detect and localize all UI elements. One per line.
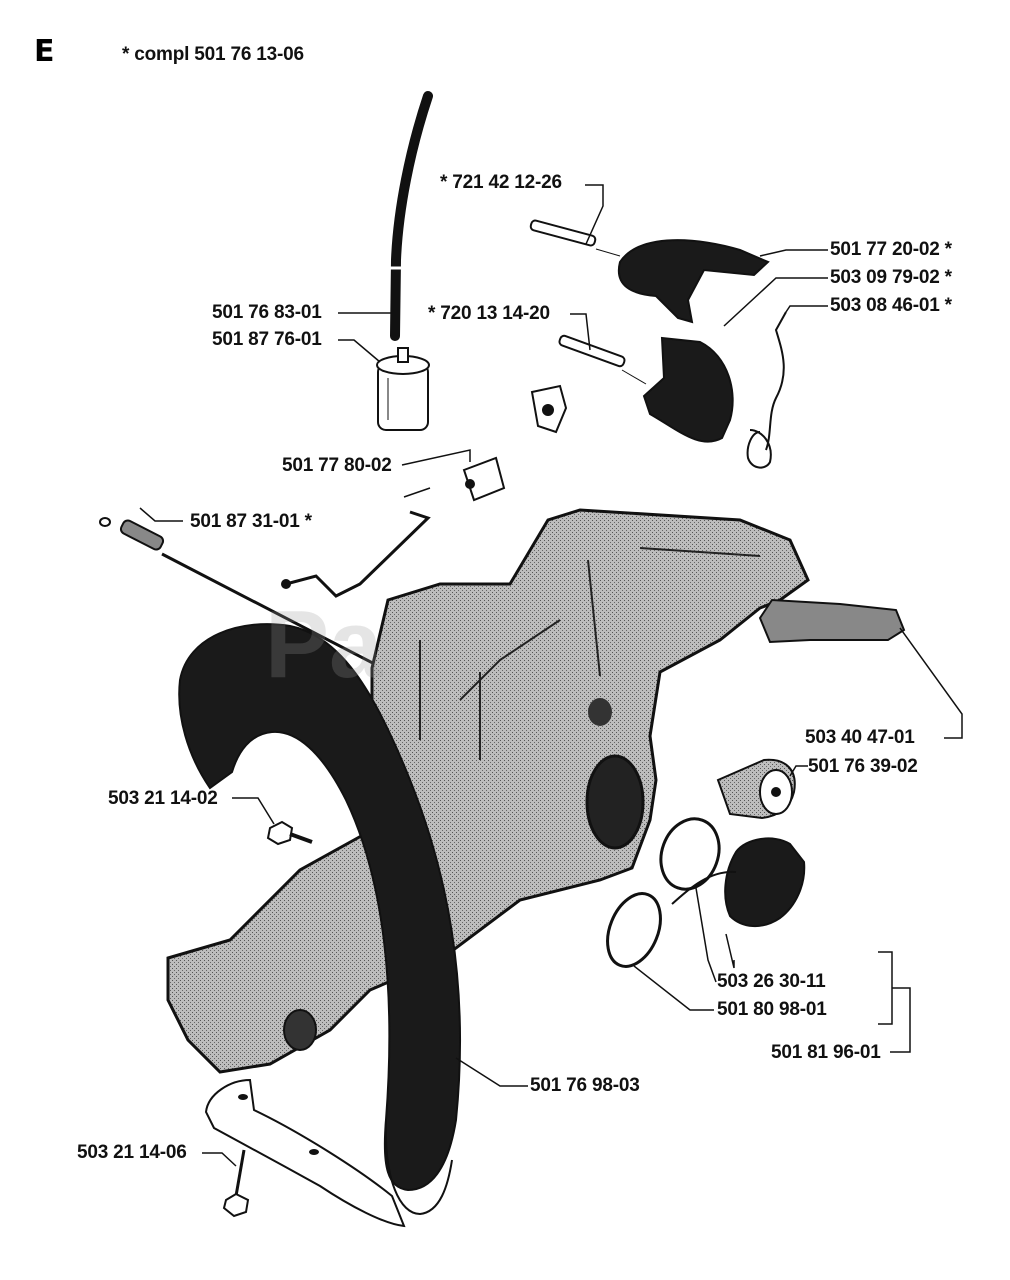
part-label[interactable]: 503 08 46-01 * — [830, 295, 952, 316]
part-label[interactable]: 503 26 30-11 — [717, 971, 826, 992]
part-label[interactable]: 501 77 20-02 * — [830, 239, 952, 260]
cap-gasket — [606, 892, 662, 968]
part-label[interactable]: 501 76 39-02 — [808, 756, 918, 777]
part-label[interactable]: 501 87 76-01 — [212, 329, 322, 350]
bolt-upper — [266, 820, 313, 846]
cap — [724, 837, 806, 927]
bolt-lower — [222, 1149, 250, 1218]
front-handle-thin — [384, 1119, 453, 1216]
part-label[interactable]: 503 09 79-02 * — [830, 267, 952, 288]
throttle-trigger — [617, 239, 770, 324]
front-handle — [178, 623, 462, 1192]
oil-pump-plug — [716, 758, 796, 820]
fuel-hose — [390, 91, 433, 341]
throttle-lockout — [642, 336, 734, 443]
part-label[interactable]: 503 21 14-02 — [108, 788, 218, 809]
part-label[interactable]: 501 76 98-03 — [530, 1075, 640, 1096]
kit-note: * compl 501 76 13-06 — [122, 44, 304, 65]
bushing — [462, 456, 506, 502]
part-label[interactable]: 501 87 31-01 * — [190, 511, 312, 532]
choke-plate — [530, 384, 568, 434]
part-label[interactable]: 503 21 14-06 — [77, 1142, 187, 1163]
part-label[interactable]: * 721 42 12-26 — [440, 172, 562, 193]
part-label[interactable]: 501 80 98-01 — [717, 999, 827, 1020]
o-ring — [659, 817, 721, 891]
choke-rod — [285, 510, 431, 598]
lockout-spring — [746, 311, 787, 469]
cap-strap — [671, 870, 737, 905]
handle-bracket — [204, 1078, 406, 1228]
part-label[interactable]: 501 81 96-01 — [771, 1042, 881, 1063]
throttle-cable — [99, 517, 391, 674]
fuel-filter — [376, 347, 430, 431]
part-label[interactable]: 501 77 80-02 — [282, 455, 392, 476]
part-label[interactable]: 503 40 47-01 — [805, 727, 915, 748]
section-letter: E — [34, 34, 55, 69]
rear-handle-grip — [758, 598, 906, 644]
part-label[interactable]: * 720 13 14-20 — [428, 303, 550, 324]
pin-lower — [558, 334, 647, 385]
watermark: Pa — [265, 591, 383, 698]
leader-lines — [139, 184, 963, 1167]
crankcase-body — [166, 508, 810, 1074]
pin-upper — [529, 219, 621, 257]
part-label[interactable]: 501 76 83-01 — [212, 302, 322, 323]
